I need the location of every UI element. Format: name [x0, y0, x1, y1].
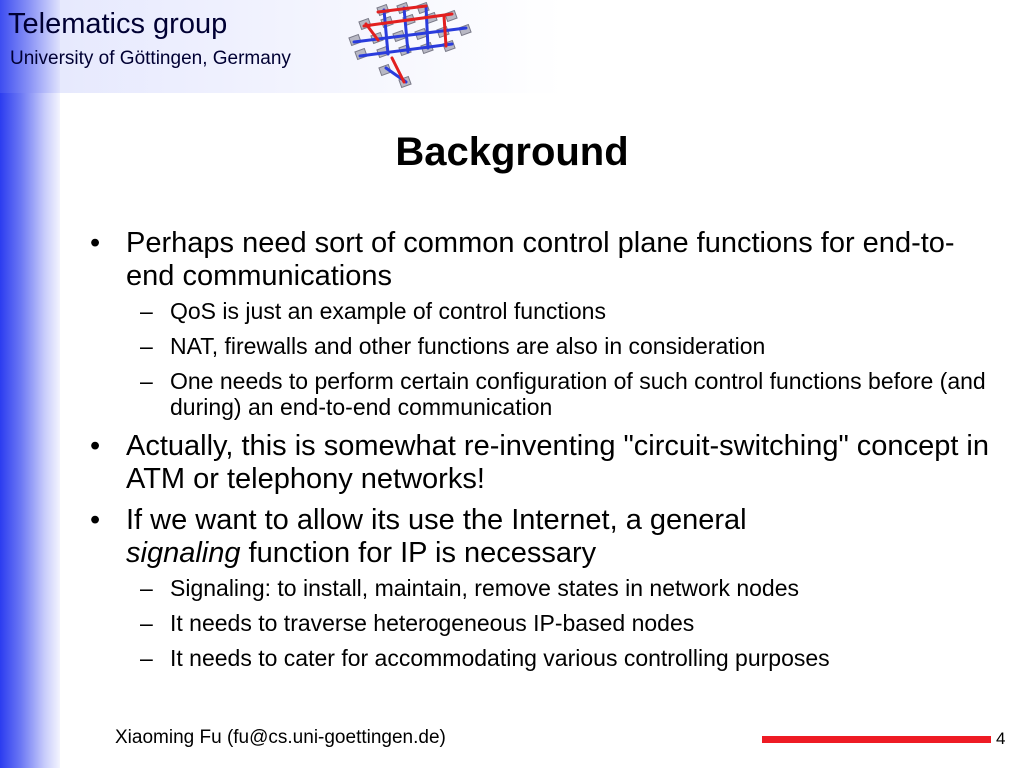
sub-bullet-item: – One needs to perform certain configura…: [140, 368, 1000, 420]
top-left-corner: [0, 0, 60, 93]
sub-bullet-text: One needs to perform certain configurati…: [170, 368, 986, 420]
sub-bullet-text: It needs to cater for accommodating vari…: [170, 645, 830, 671]
top-gradient-band: [0, 0, 1024, 93]
bullet-item: • If we want to allow its use the Intern…: [90, 504, 1000, 570]
bullet-item: • Perhaps need sort of common control pl…: [90, 227, 1000, 293]
sub-bullet-item: – QoS is just an example of control func…: [140, 298, 1000, 324]
brand-subtitle: University of Göttingen, Germany: [10, 48, 291, 69]
bullet-icon: •: [90, 504, 101, 536]
network-grid-logo: [348, 2, 472, 89]
sub-bullet-text: NAT, firewalls and other functions are a…: [170, 333, 766, 359]
bullet-text: Perhaps need sort of common control plan…: [126, 227, 955, 292]
page-number: 4: [996, 729, 1006, 748]
left-gradient-band: [0, 0, 60, 768]
bullet-icon: •: [90, 430, 101, 462]
bullet-text-after: function for IP is necessary: [240, 537, 597, 569]
sub-bullet-text: QoS is just an example of control functi…: [170, 298, 606, 324]
content-panel: [60, 93, 1024, 768]
dash-icon: –: [140, 610, 153, 636]
bullet-text-before: If we want to allow its use the Internet…: [126, 504, 747, 536]
footer-red-rule: [762, 736, 991, 743]
slide-title: Background: [395, 130, 629, 174]
bullet-text-emphasis: signaling: [126, 537, 241, 569]
dash-icon: –: [140, 368, 153, 394]
sub-bullet-item: – Signaling: to install, maintain, remov…: [140, 575, 1000, 601]
dash-icon: –: [140, 333, 153, 359]
dash-icon: –: [140, 645, 153, 671]
dash-icon: –: [140, 575, 153, 601]
sub-bullet-item: – NAT, firewalls and other functions are…: [140, 333, 1000, 359]
brand-title: Telematics group: [8, 8, 228, 40]
sub-bullet-item: – It needs to traverse heterogeneous IP-…: [140, 610, 1000, 636]
footer-author: Xiaoming Fu (fu@cs.uni-goettingen.de): [115, 727, 446, 748]
sub-bullet-text: Signaling: to install, maintain, remove …: [170, 575, 799, 601]
dash-icon: –: [140, 298, 153, 324]
bullet-icon: •: [90, 227, 101, 259]
bullet-text: Actually, this is somewhat re-inventing …: [126, 430, 990, 495]
sub-bullet-text: It needs to traverse heterogeneous IP-ba…: [170, 610, 695, 636]
bullet-text: If we want to allow its use the Internet…: [126, 504, 1000, 570]
sub-bullet-item: – It needs to cater for accommodating va…: [140, 645, 1000, 671]
bullet-item: • Actually, this is somewhat re-inventin…: [90, 430, 1000, 496]
